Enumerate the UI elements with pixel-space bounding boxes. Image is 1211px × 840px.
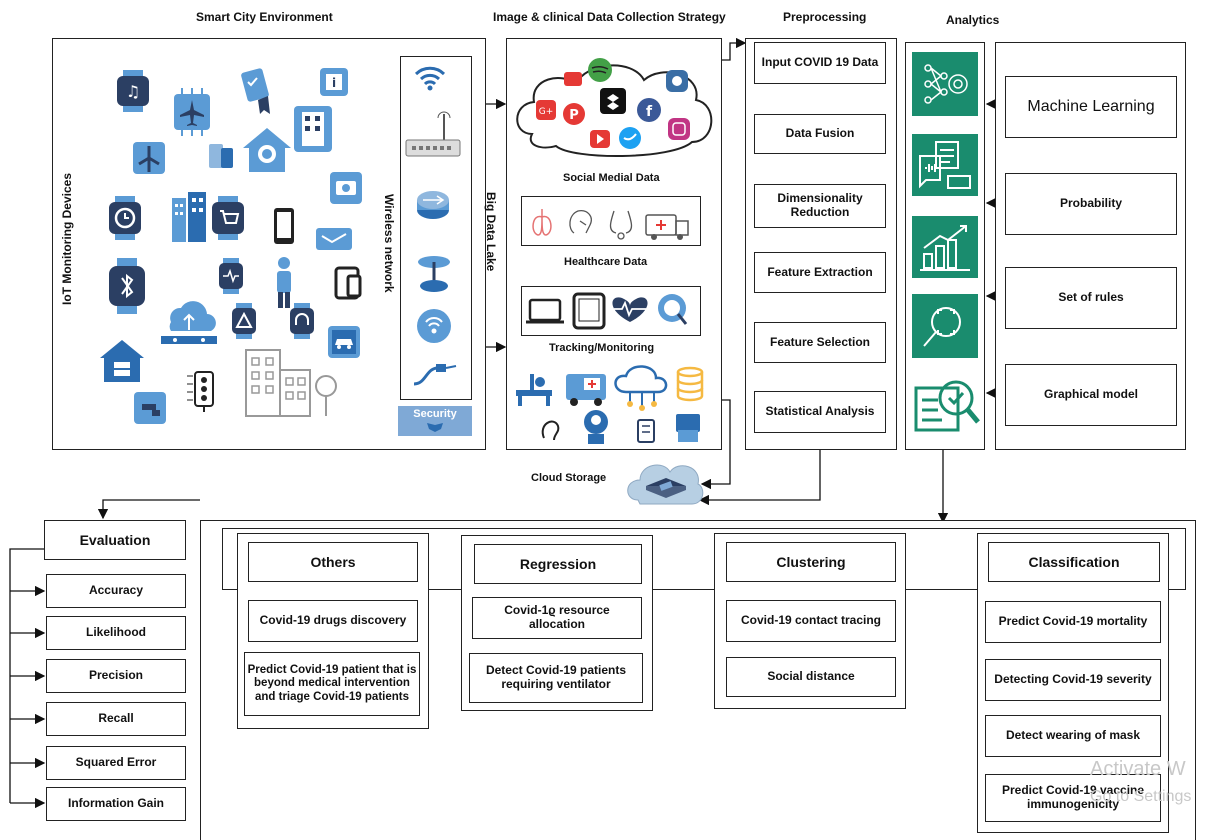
evaluation-likelihood: Likelihood (46, 616, 186, 650)
info-chip-icon: i (314, 62, 354, 107)
analytics-graphical-model: Graphical model (1005, 364, 1177, 426)
heart-watch-icon (217, 258, 245, 299)
neural-network-gear-icon (912, 52, 978, 121)
preprocessing-step-extraction: Feature Extraction (754, 252, 886, 293)
svg-text:f: f (646, 104, 653, 120)
classification-item-mortality: Predict Covid-19 mortality (985, 601, 1161, 643)
cloud-chip-icon (626, 456, 704, 519)
car-chip-icon (322, 320, 366, 369)
analytics-set-of-rules: Set of rules (1005, 267, 1177, 329)
wireless-signal-icon (416, 308, 452, 349)
smart-house-icon (100, 338, 146, 389)
analytics-machine-learning: Machine Learning (1005, 76, 1177, 138)
preprocessing-step-selection: Feature Selection (754, 322, 886, 363)
healthcare-icons (528, 203, 696, 246)
wifi-icon (413, 64, 447, 97)
tracking-icons (526, 292, 696, 335)
city-buildings-icon (170, 190, 210, 249)
clustering-item-contact: Covid-19 contact tracing (726, 600, 896, 642)
clustering-title: Clustering (726, 542, 896, 582)
shield-icon (427, 423, 443, 432)
switch-icon (415, 182, 451, 233)
analytics-probability: Probability (1005, 173, 1177, 235)
document-search-check-icon (912, 372, 982, 439)
medical-storage-icons (514, 364, 714, 453)
cloud-network-icon (157, 298, 221, 353)
badge-checklist-icon (240, 68, 276, 121)
evaluation-title: Evaluation (44, 520, 186, 560)
evaluation-squared-error: Squared Error (46, 746, 186, 780)
svg-text:♫: ♫ (126, 82, 140, 101)
airplane-chip-icon (168, 88, 216, 141)
regression-item-resource: Covid-1ϱ resource allocation (472, 597, 642, 639)
satellite-dish-icon (415, 250, 453, 301)
activate-watermark-line1: Activate W (1090, 758, 1186, 780)
preprocessing-step-fusion: Data Fusion (754, 114, 886, 154)
others-title: Others (248, 542, 418, 582)
building-outline-icon (242, 348, 342, 423)
smartphone-icon (272, 206, 296, 251)
person-icon (272, 256, 296, 313)
others-item-drugs: Covid-19 drugs discovery (248, 600, 418, 642)
healthcare-label: Healthcare Data (564, 256, 648, 268)
regression-item-ventilator: Detect Covid-19 patients requiring venti… (469, 653, 643, 703)
chat-document-icon (912, 134, 978, 201)
traffic-light-icon (185, 368, 221, 417)
cart-watch-icon (210, 196, 246, 245)
preprocessing-box (745, 38, 897, 450)
big-data-lake-label: Big Data Lake (484, 192, 498, 272)
camera-chip-icon (326, 168, 366, 213)
regression-title: Regression (474, 544, 642, 584)
collection-title: Image & clinical Data Collection Strateg… (493, 10, 726, 24)
alert-watch-icon (230, 303, 258, 344)
evaluation-precision: Precision (46, 659, 186, 693)
preprocessing-title: Preprocessing (783, 10, 867, 24)
svg-text:P: P (569, 108, 579, 123)
classification-item-mask: Detect wearing of mask (985, 715, 1161, 757)
analytics-title: Analytics (946, 13, 1000, 27)
bluetooth-watch-icon (107, 258, 147, 319)
evaluation-information-gain: Information Gain (46, 787, 186, 821)
tracking-label: Tracking/Monitoring (549, 342, 655, 354)
svg-text:i: i (332, 76, 336, 90)
bar-chart-growth-icon (912, 216, 978, 283)
tap-chip-icon (130, 388, 170, 433)
svg-text:G+: G+ (539, 107, 554, 117)
clock-watch-icon (107, 196, 143, 245)
activate-watermark-line2: Go to Settings (1090, 788, 1192, 805)
classification-item-severity: Detecting Covid-19 severity (985, 659, 1161, 701)
classification-title: Classification (988, 542, 1160, 582)
smart-home-icon (241, 124, 293, 181)
smart-city-title: Smart City Environment (196, 10, 333, 24)
preprocessing-step-statistical: Statistical Analysis (754, 391, 886, 433)
music-watch-icon: ♫ (115, 70, 151, 117)
clustering-item-distance: Social distance (726, 657, 896, 697)
iot-monitoring-label: IoT Monitoring Devices (60, 172, 74, 305)
evaluation-accuracy: Accuracy (46, 574, 186, 608)
headphone-watch-icon (288, 303, 316, 344)
wireless-network-label: Wireless network (382, 194, 396, 293)
router-icon (404, 110, 462, 167)
social-media-label: Social Medial Data (563, 172, 660, 184)
search-scan-icon (912, 294, 978, 363)
factory-chip-icon (290, 100, 336, 163)
security-badge: Security (398, 406, 472, 436)
security-label: Security (413, 408, 457, 420)
devices-icon (207, 138, 237, 177)
card-device-icon (314, 226, 354, 257)
wind-turbine-chip-icon (127, 136, 171, 185)
evaluation-recall: Recall (46, 702, 186, 736)
preprocessing-step-dimensionality: Dimensionality Reduction (754, 184, 886, 228)
others-item-triage: Predict Covid-19 patient that is beyond … (244, 652, 420, 716)
phone-tablet-icon (334, 266, 364, 305)
cloud-storage-label: Cloud Storage (531, 472, 607, 484)
preprocessing-step-input: Input COVID 19 Data (754, 42, 886, 84)
classification-item-vaccine: Predict Covid-19 vaccine immunogenicity (985, 774, 1161, 822)
cable-icon (410, 360, 460, 395)
